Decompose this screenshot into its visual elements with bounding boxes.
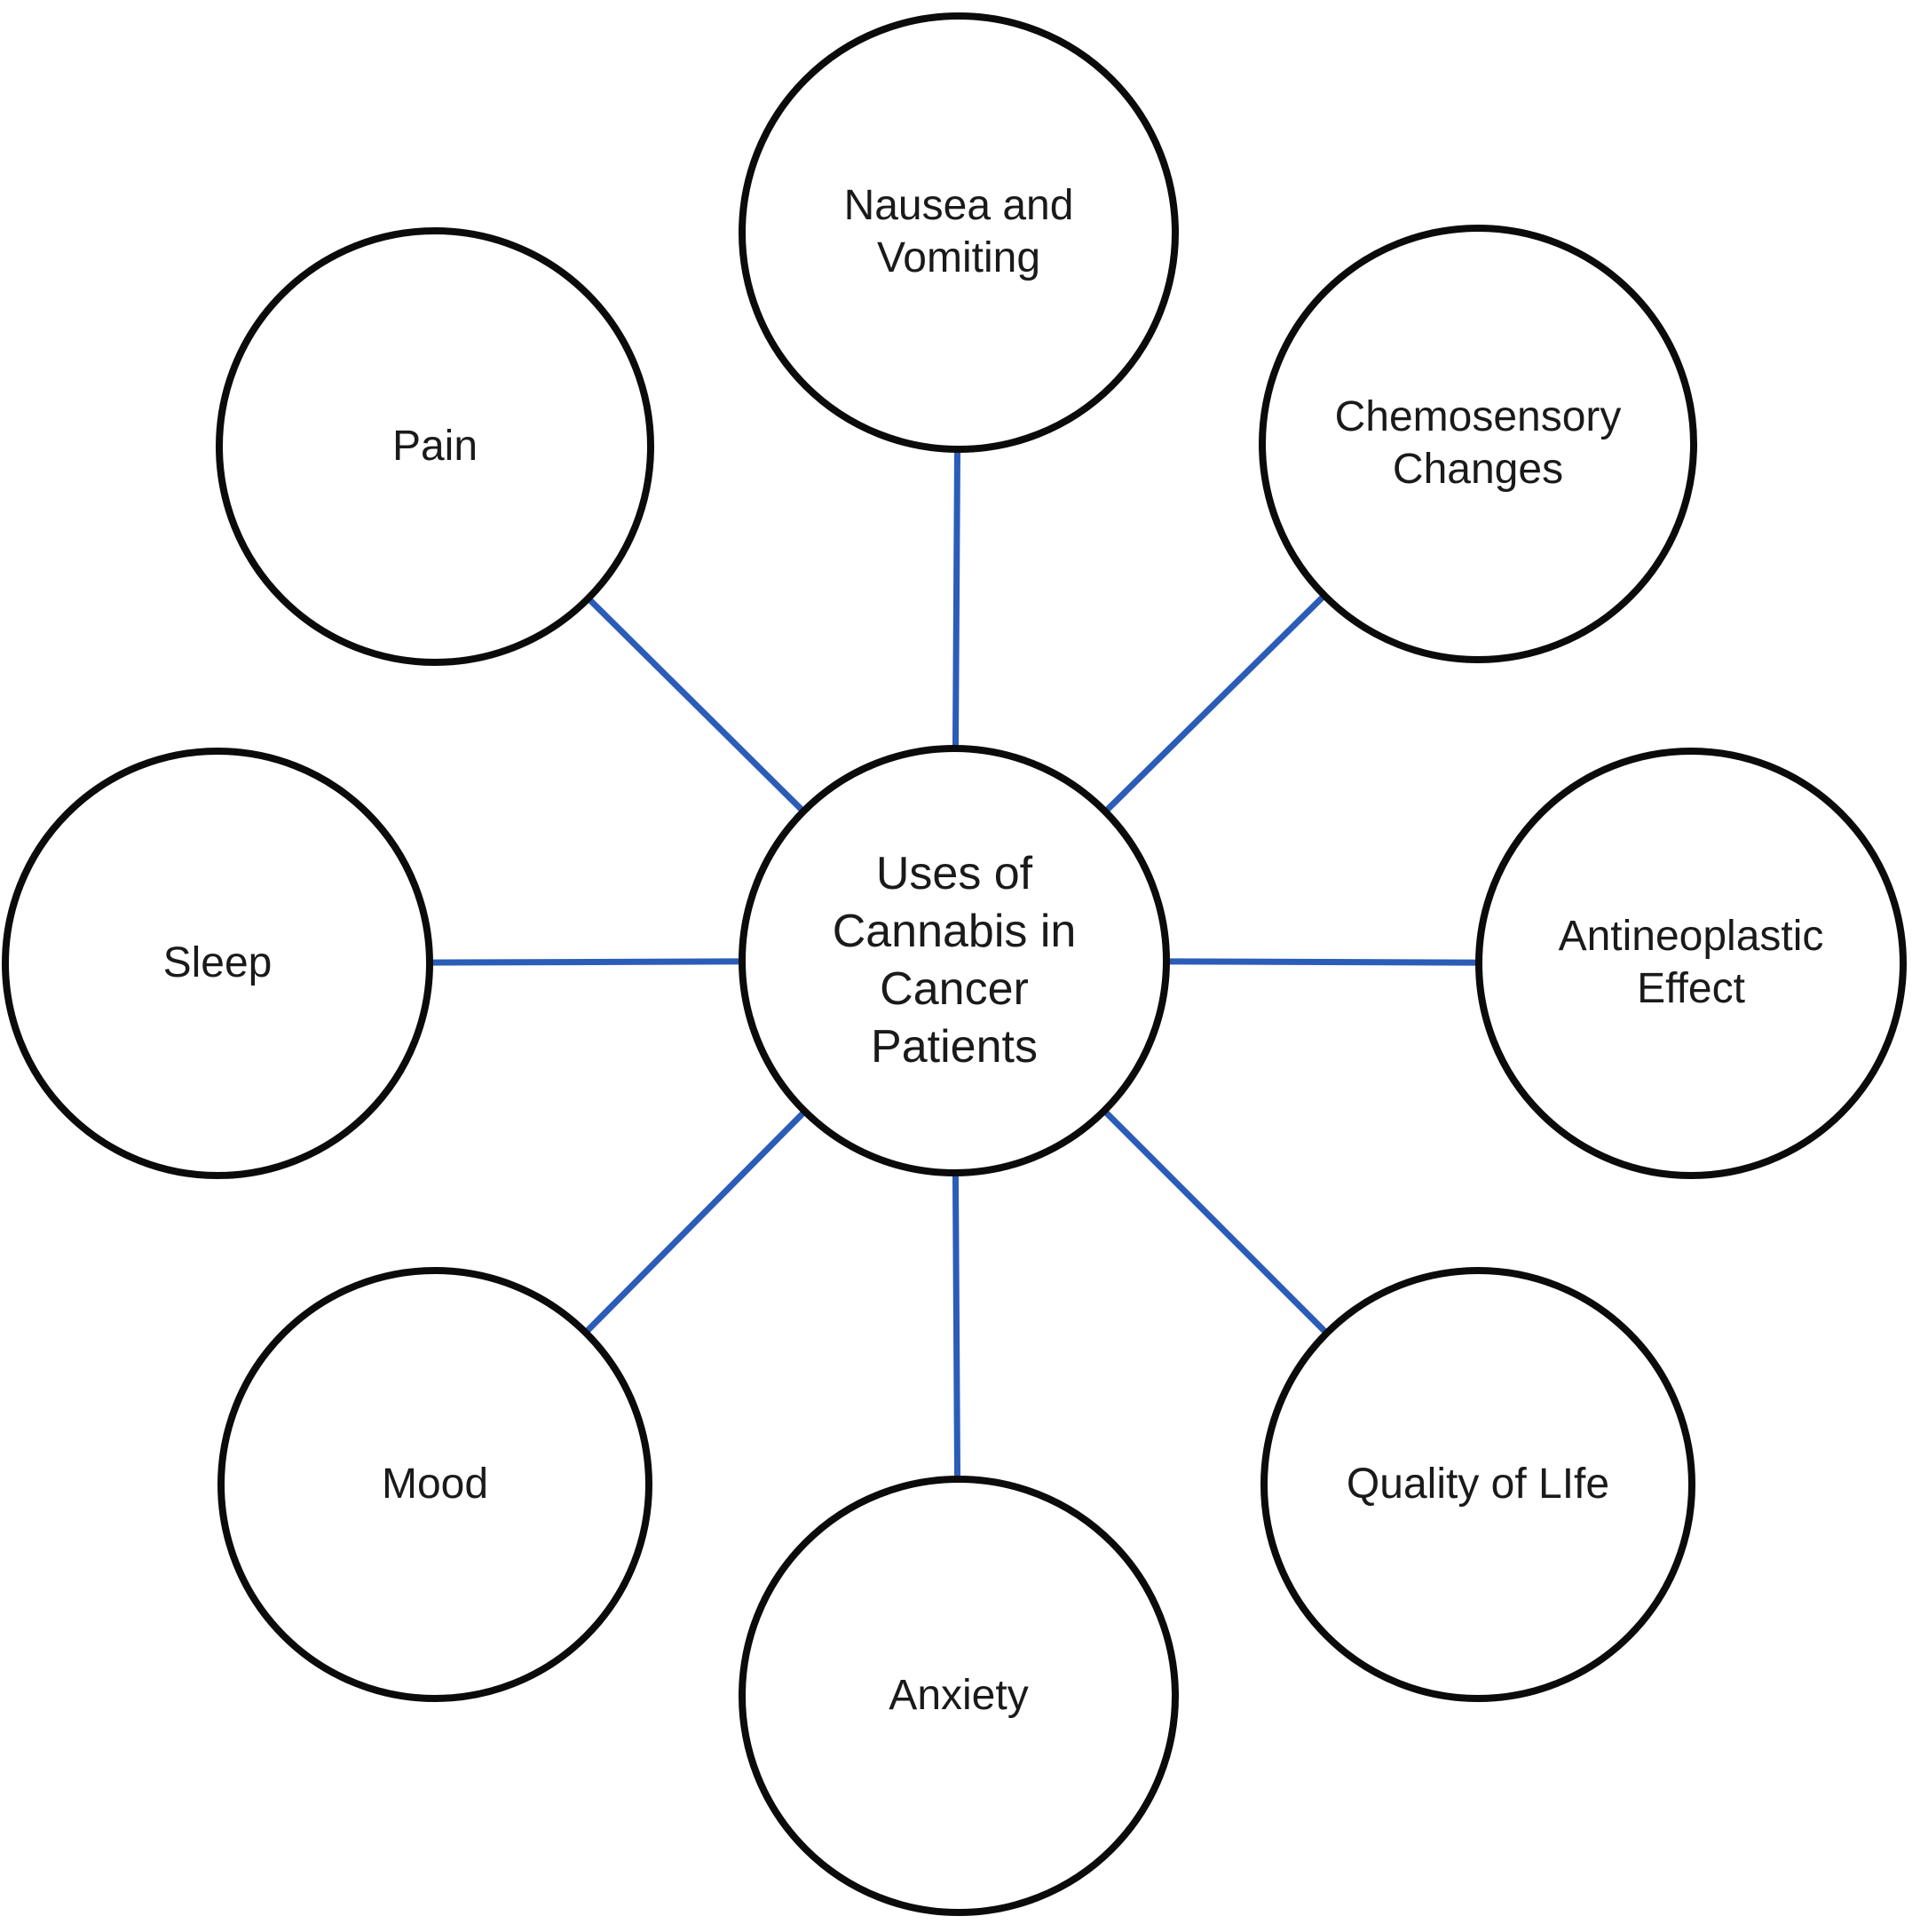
node-center-label: Uses of Cannabis in Cancer Patients (832, 848, 1077, 1073)
node-chemosensory-changes: Chemosensory Changes (1259, 225, 1697, 663)
node-anxiety-label: Anxiety (889, 1671, 1029, 1719)
node-mood: Mood (217, 1267, 652, 1702)
node-antineoplastic-effect: Antineoplastic Effect (1475, 748, 1907, 1179)
node-pain: Pain (216, 227, 654, 666)
node-chemosensory-changes-label: Chemosensory Changes (1334, 393, 1622, 493)
node-nausea-vomiting-label: Nausea and Vomiting (843, 182, 1074, 281)
node-mood-label: Mood (381, 1460, 489, 1508)
node-quality-of-life-label: Quality of LIfe (1346, 1460, 1610, 1508)
node-pain-label: Pain (391, 422, 478, 470)
node-antineoplastic-effect-label: Antineoplastic Effect (1558, 913, 1824, 1012)
node-center: Uses of Cannabis in Cancer Patients (739, 745, 1170, 1176)
node-anxiety: Anxiety (739, 1476, 1179, 1916)
node-nausea-vomiting: Nausea and Vomiting (739, 12, 1179, 453)
node-sleep-label: Sleep (162, 938, 273, 986)
node-quality-of-life: Quality of LIfe (1260, 1267, 1695, 1702)
node-sleep: Sleep (2, 748, 433, 1179)
